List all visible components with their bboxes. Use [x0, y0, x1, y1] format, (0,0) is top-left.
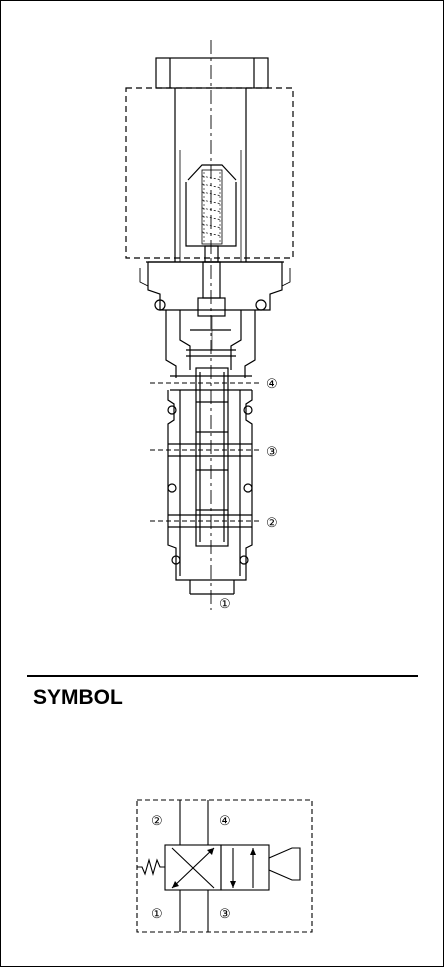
valve-position-b	[220, 844, 270, 891]
flow-arrowheads	[172, 848, 256, 888]
hydraulic-symbol	[136, 799, 313, 933]
valve-cross-section	[125, 40, 294, 610]
section-divider	[27, 675, 418, 677]
coil-outline	[125, 87, 294, 259]
symbol-port-2-label: ②	[151, 813, 163, 828]
symbol-port-1-label: ①	[151, 906, 163, 921]
top-nut	[155, 57, 269, 89]
solenoid-icon	[268, 847, 301, 881]
spool	[195, 367, 229, 547]
port-4-label: ④	[266, 376, 278, 391]
symbol-envelope	[136, 799, 313, 933]
symbol-port-3-label: ③	[219, 906, 231, 921]
port-3-label: ③	[266, 444, 278, 459]
spring-icon	[137, 857, 165, 877]
port-1-label: ①	[219, 596, 231, 611]
symbol-port-4-label: ④	[219, 813, 231, 828]
section-title: SYMBOL	[33, 686, 123, 709]
port-2-label: ②	[266, 515, 278, 530]
